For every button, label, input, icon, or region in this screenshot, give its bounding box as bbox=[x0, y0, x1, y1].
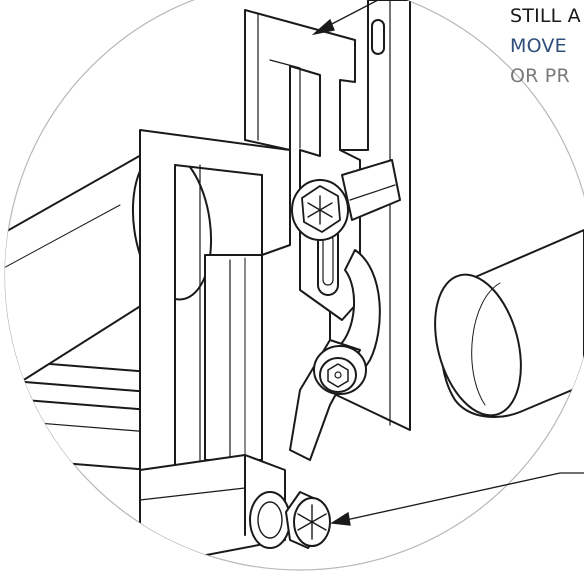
upper-arrowhead-icon bbox=[311, 18, 335, 36]
callout-line-2: MOVE bbox=[510, 35, 567, 57]
socket-star-icon bbox=[307, 195, 333, 225]
callout-line-1: STILL A bbox=[510, 5, 581, 27]
detail-artwork bbox=[5, 0, 584, 561]
upper-bolt-icon bbox=[291, 159, 401, 241]
lower-arrowhead-icon bbox=[330, 511, 351, 526]
bolt-star-icon bbox=[297, 504, 327, 540]
callout-line-3: OR PR bbox=[510, 65, 570, 87]
callout-text-block: STILL A MOVE OR PR bbox=[510, 5, 581, 87]
lower-bolt-icon bbox=[249, 491, 331, 549]
left-tube bbox=[5, 149, 213, 396]
leader-lines bbox=[311, 0, 584, 526]
upper-leader-line bbox=[327, 0, 379, 27]
middle-bolt-icon bbox=[313, 345, 367, 395]
right-tube bbox=[434, 229, 584, 418]
u-clamp-bracket bbox=[139, 129, 291, 561]
hook-bracket bbox=[244, 9, 361, 321]
